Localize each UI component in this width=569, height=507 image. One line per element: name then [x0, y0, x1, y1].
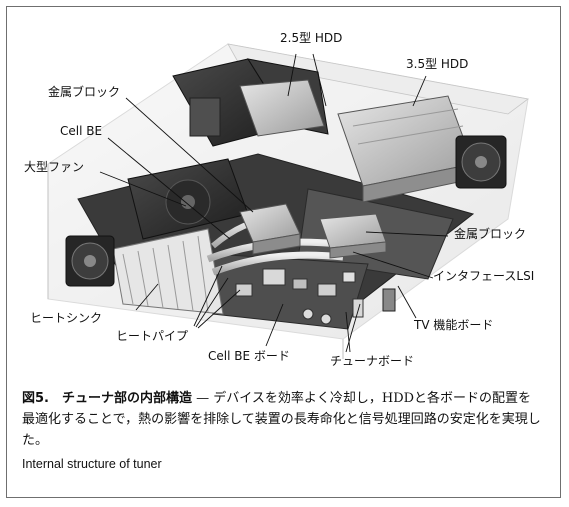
- label-tuner-board: チューナボード: [330, 354, 414, 368]
- label-metal-block-left: 金属ブロック: [48, 84, 120, 99]
- label-heat-pipe: ヒートパイプ: [116, 329, 188, 343]
- label-interface-lsi: インタフェースLSI: [433, 269, 534, 283]
- cell-be-metal-block: [239, 203, 301, 255]
- caption-english: Internal structure of tuner: [22, 457, 162, 471]
- hdd-2-5-inch: [172, 58, 329, 147]
- label-metal-block-right: 金属ブロック: [454, 226, 526, 241]
- tuner-illustration: 2.5型 HDD 3.5型 HDD 金属ブロック Cell BE 大型ファン 金…: [8, 14, 561, 372]
- hdd-3-5-inch: [337, 95, 474, 203]
- caption-title: 図5. チューナ部の内部構造: [22, 391, 192, 406]
- lsi-metal-block: [319, 213, 387, 259]
- label-cell-be: Cell BE: [60, 124, 102, 138]
- caption-body: — デバイスを効率よく冷却し，HDDと各ボードの配置を最適化することで，熱の影響…: [22, 391, 541, 448]
- label-heat-sink: ヒートシンク: [30, 311, 102, 325]
- leader-lines: [99, 53, 449, 353]
- label-3-5-hdd: 3.5型 HDD: [406, 57, 468, 71]
- large-fan: [127, 158, 249, 240]
- figure-caption: 図5. チューナ部の内部構造 — デバイスを効率よく冷却し，HDDと各ボードの配…: [22, 388, 542, 451]
- side-fan-left: [65, 235, 115, 287]
- heat-sink: [112, 228, 224, 315]
- label-cell-be-board: Cell BE ボード: [208, 349, 290, 363]
- label-2-5-hdd: 2.5型 HDD: [280, 31, 342, 45]
- label-tv-board: TV 機能ボード: [413, 317, 493, 332]
- label-large-fan: 大型ファン: [24, 160, 84, 174]
- side-fan-right: [455, 135, 507, 189]
